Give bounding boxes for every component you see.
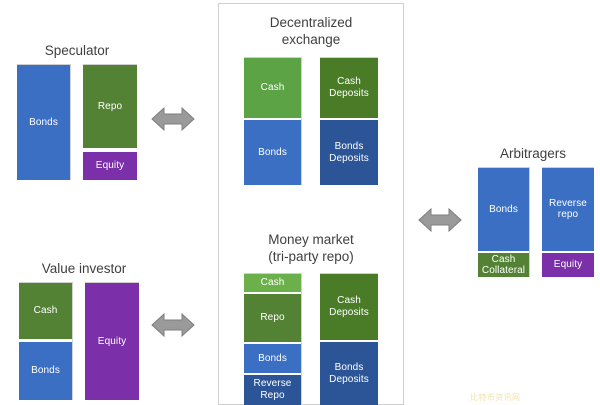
block-bonds: Bonds (19, 341, 72, 400)
speculator-assets-column: Bonds (17, 64, 71, 180)
panel-arbitragers-title: Arbitragers (499, 146, 567, 161)
block-bonds: Bonds (17, 65, 70, 180)
double-arrow-icon (418, 207, 462, 233)
block-cash-deposits: Cash Deposits (320, 58, 378, 118)
block-bonds-deposits: Bonds Deposits (320, 120, 378, 185)
block-equity: Equity (85, 283, 139, 400)
block-cash-collateral: Cash Collateral (478, 253, 529, 277)
block-equity: Equity (83, 152, 137, 180)
block-repo: Repo (244, 294, 301, 342)
value-investor-assets-column: Cash Bonds (19, 282, 73, 400)
arrow-speculator-dex (150, 102, 196, 136)
panel-value-investor-title: Value investor (41, 261, 127, 276)
double-arrow-icon (151, 312, 195, 338)
speculator-balance-sheet: Bonds Repo Equity (17, 64, 137, 180)
panel-speculator: Speculator Bonds Repo Equity (14, 42, 140, 182)
block-bonds: Bonds (244, 344, 301, 373)
arbitragers-liabilities-column: Reverse repo Equity (542, 167, 594, 277)
money-market-liabilities-column: Cash Deposits Bonds Deposits (320, 273, 378, 405)
dex-balance-sheet: Cash Bonds Cash Deposits Bonds Deposits (244, 57, 378, 185)
panel-dex-title: Decentralized exchange (269, 15, 353, 47)
panel-money-market-title: Money market (tri-party repo) (268, 232, 354, 264)
value-investor-liabilities-column: Equity (85, 282, 139, 400)
arrow-dex-arbitragers (417, 203, 463, 237)
dex-assets-column: Cash Bonds (244, 57, 302, 185)
block-bonds: Bonds (478, 168, 529, 251)
double-arrow-icon (151, 106, 195, 132)
panel-speculator-title: Speculator (44, 43, 110, 58)
block-equity: Equity (542, 253, 594, 277)
arbitragers-assets-column: Bonds Cash Collateral (478, 167, 530, 277)
value-investor-balance-sheet: Cash Bonds Equity (19, 282, 139, 400)
dex-liabilities-column: Cash Deposits Bonds Deposits (320, 57, 378, 185)
block-cash: Cash (19, 283, 72, 340)
block-bonds: Bonds (244, 120, 301, 185)
block-cash-deposits: Cash Deposits (320, 274, 378, 340)
money-market-assets-column: Cash Repo Bonds Reverse Repo (244, 273, 302, 405)
panel-decentralized-exchange: Decentralized exchange Cash Bonds Cash D… (228, 14, 394, 189)
block-reverse-repo: Reverse Repo (244, 374, 301, 405)
block-bonds-deposits: Bonds Deposits (320, 342, 378, 405)
panel-money-market: Money market (tri-party repo) Cash Repo … (228, 231, 394, 405)
block-repo: Repo (83, 65, 137, 148)
block-reverse-repo: Reverse repo (542, 168, 594, 251)
block-cash: Cash (244, 274, 301, 293)
speculator-liabilities-column: Repo Equity (83, 64, 137, 180)
watermark: 比特币资讯网 (470, 393, 521, 402)
block-cash: Cash (244, 58, 301, 118)
money-market-balance-sheet: Cash Repo Bonds Reverse Repo Cash Deposi… (244, 273, 378, 405)
panel-arbitragers: Arbitragers Bonds Cash Collateral Revers… (470, 145, 596, 285)
arbitragers-balance-sheet: Bonds Cash Collateral Reverse repo Equit… (478, 167, 594, 277)
panel-value-investor: Value investor Cash Bonds Equity (14, 260, 154, 405)
arrow-value-investor-money-market (150, 308, 196, 342)
